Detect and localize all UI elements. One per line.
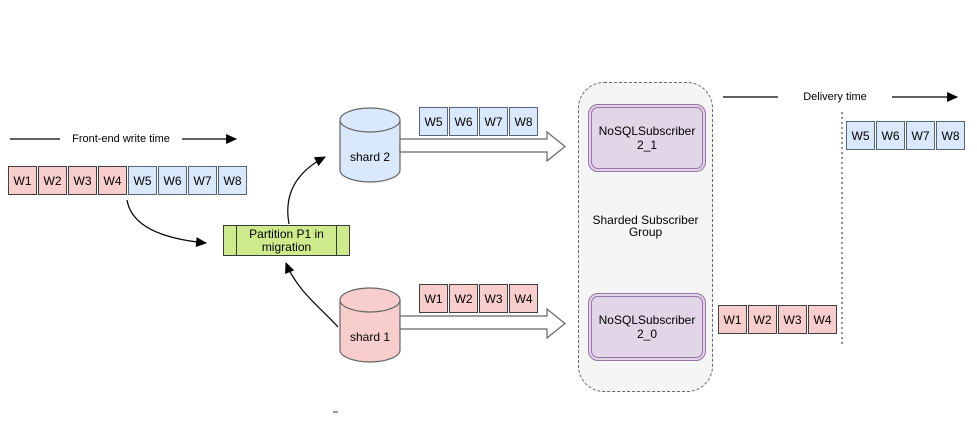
queue-cell: W4 <box>98 166 127 195</box>
queue-cell: W8 <box>218 166 247 195</box>
stream-arrow-shard1 <box>399 307 566 340</box>
shard2-label: shard 2 <box>349 150 391 164</box>
queue-cell: W7 <box>479 107 508 136</box>
queue-cell: W1 <box>8 166 37 195</box>
frontend-axis-label: Front-end write time <box>60 132 182 146</box>
subscriber-node-2-0: NoSQLSubscriber 2_0 <box>588 293 706 361</box>
queue-cell: W5 <box>128 166 157 195</box>
queue-cell: W4 <box>808 305 837 334</box>
shard2-queue: W5 W6 W7 W8 <box>419 107 538 136</box>
queue-cell: W3 <box>68 166 97 195</box>
shard1-cylinder <box>339 287 401 363</box>
queue-cell: W7 <box>906 121 935 150</box>
queue-cell: W1 <box>419 284 448 313</box>
queue-cell: W6 <box>158 166 187 195</box>
stray-mark <box>333 411 338 413</box>
queue-cell: W6 <box>449 107 478 136</box>
queue-cell: W2 <box>449 284 478 313</box>
queue-cell: W8 <box>509 107 538 136</box>
subscriber-node-2-1: NoSQLSubscriber 2_1 <box>588 104 706 172</box>
queue-cell: W2 <box>748 305 777 334</box>
queue-cell: W4 <box>509 284 538 313</box>
partition-migration-box: Partition P1 in migration <box>223 225 350 256</box>
delivery-axis-label: Delivery time <box>778 90 892 104</box>
queue-cell: W7 <box>188 166 217 195</box>
queue-cell: W1 <box>718 305 747 334</box>
delivered-queue-shard1: W1 W2 W3 W4 <box>718 305 837 334</box>
queue-cell: W5 <box>419 107 448 136</box>
connector-writes-to-partition <box>126 199 208 247</box>
connector-shard1-to-partition <box>285 261 339 328</box>
shard1-queue: W1 W2 W3 W4 <box>419 284 538 313</box>
stream-arrow-shard2 <box>399 130 566 163</box>
frontend-write-queue: W1 W2 W3 W4 W5 W6 W7 W8 <box>8 166 247 195</box>
queue-cell: W6 <box>876 121 905 150</box>
shard2-cylinder <box>339 107 401 183</box>
connector-partition-to-shard2 <box>287 156 326 225</box>
queue-cell: W3 <box>778 305 807 334</box>
subscriber-group-label: Sharded Subscriber Group <box>592 213 699 239</box>
queue-cell: W3 <box>479 284 508 313</box>
queue-cell: W8 <box>936 121 965 150</box>
queue-cell: W2 <box>38 166 67 195</box>
shard1-label: shard 1 <box>349 330 391 344</box>
queue-cell: W5 <box>846 121 875 150</box>
delivered-queue-shard2: W5 W6 W7 W8 <box>846 121 965 150</box>
